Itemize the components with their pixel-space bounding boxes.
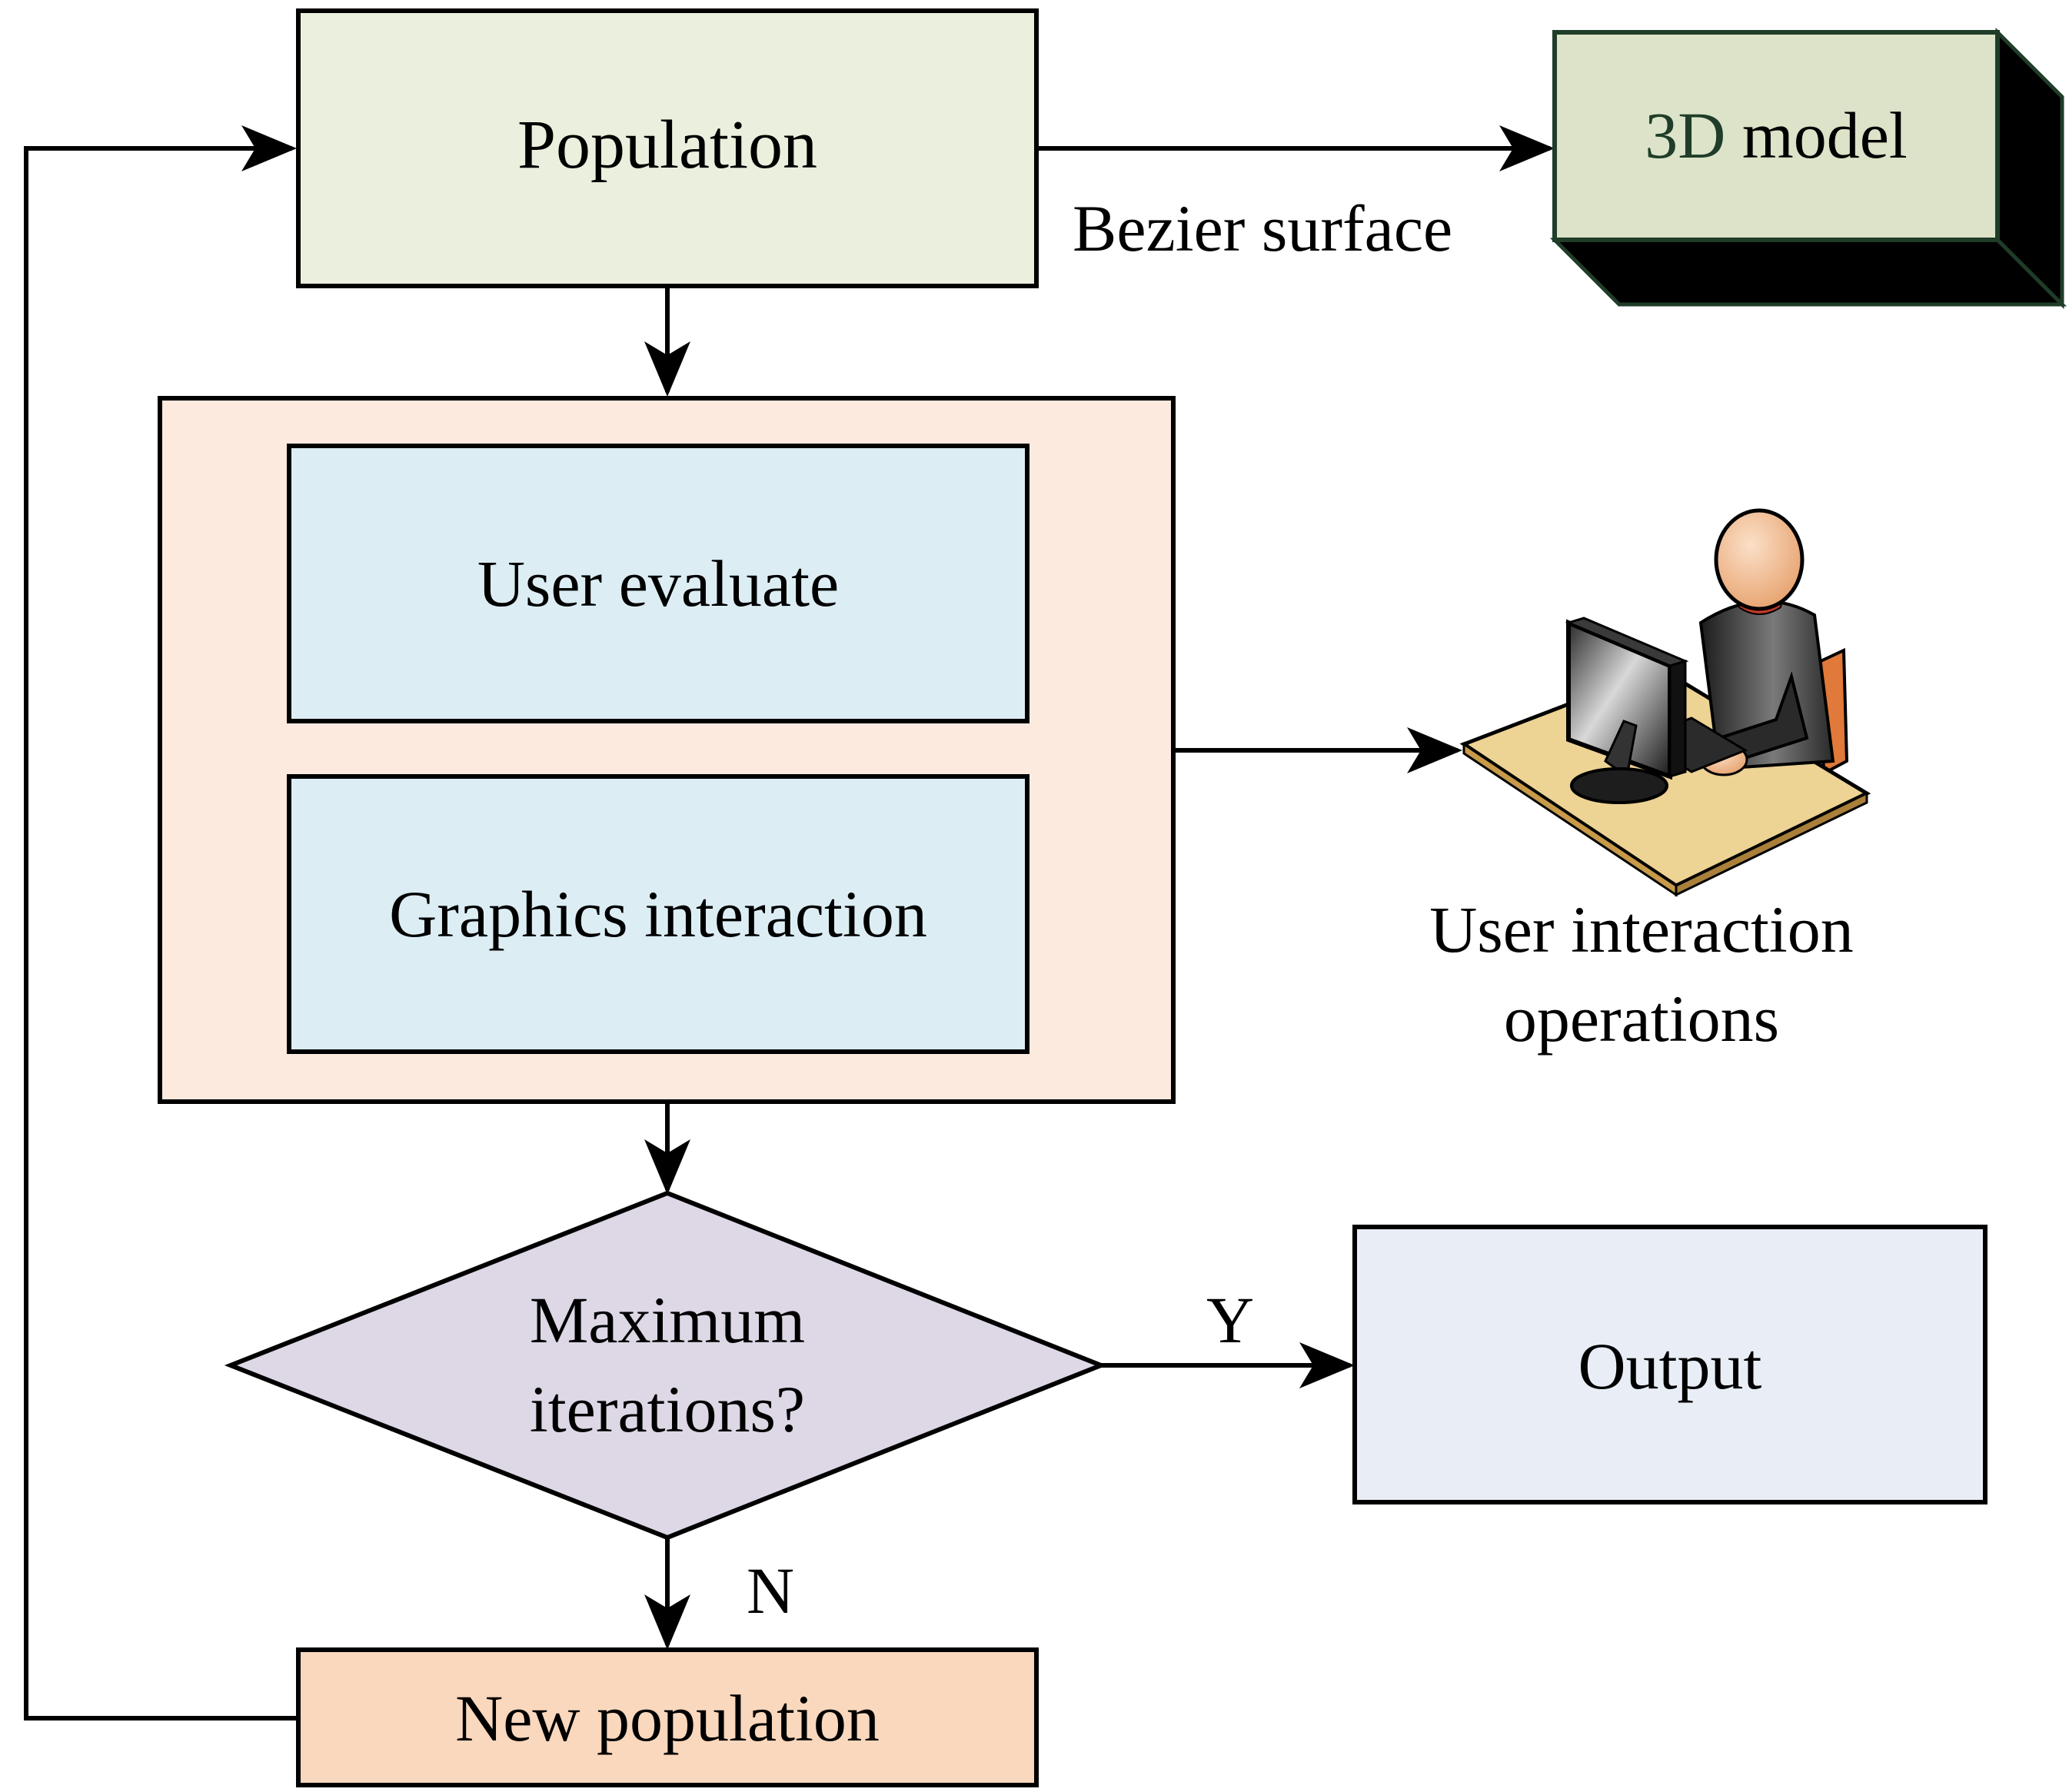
user-at-computer-icon bbox=[1459, 508, 1871, 897]
yes-label: Y bbox=[1206, 1283, 1254, 1357]
edge-feedback-loop bbox=[24, 125, 298, 1721]
decision-label-line1: Maximum bbox=[530, 1283, 805, 1357]
output-label: Output bbox=[1578, 1329, 1762, 1403]
graphics-interaction-node bbox=[287, 774, 1030, 1054]
new-population-node: New population bbox=[296, 1647, 1039, 1787]
new-population-label: New population bbox=[455, 1681, 880, 1755]
evaluation-group: User evaluate Graphics interaction bbox=[158, 396, 1176, 1104]
graphics-interaction-label: Graphics interaction bbox=[389, 877, 927, 951]
3d-model-label-suffix: model bbox=[1725, 98, 1907, 172]
3d-model-label-prefix: 3D bbox=[1645, 98, 1725, 172]
user-interaction-caption-line1: User interaction bbox=[1429, 893, 1854, 966]
output-node: Output bbox=[1352, 1225, 1988, 1504]
population-node: Population bbox=[296, 8, 1039, 288]
decision-node: Maximum iterations? bbox=[224, 1190, 1108, 1541]
user-evaluate-node bbox=[287, 444, 1030, 723]
user-evaluate-label: User evaluate bbox=[477, 547, 839, 620]
population-label: Population bbox=[517, 107, 817, 183]
user-interaction-caption-line2: operations bbox=[1504, 982, 1779, 1056]
connectors bbox=[24, 125, 1555, 1721]
3d-model-label: 3D model bbox=[1645, 98, 1908, 172]
decision-label-line2: iterations? bbox=[530, 1372, 805, 1446]
bezier-surface-label: Bezier surface bbox=[1073, 191, 1452, 265]
no-label: N bbox=[747, 1554, 794, 1627]
3d-model-node: 3D model bbox=[1549, 27, 2067, 310]
